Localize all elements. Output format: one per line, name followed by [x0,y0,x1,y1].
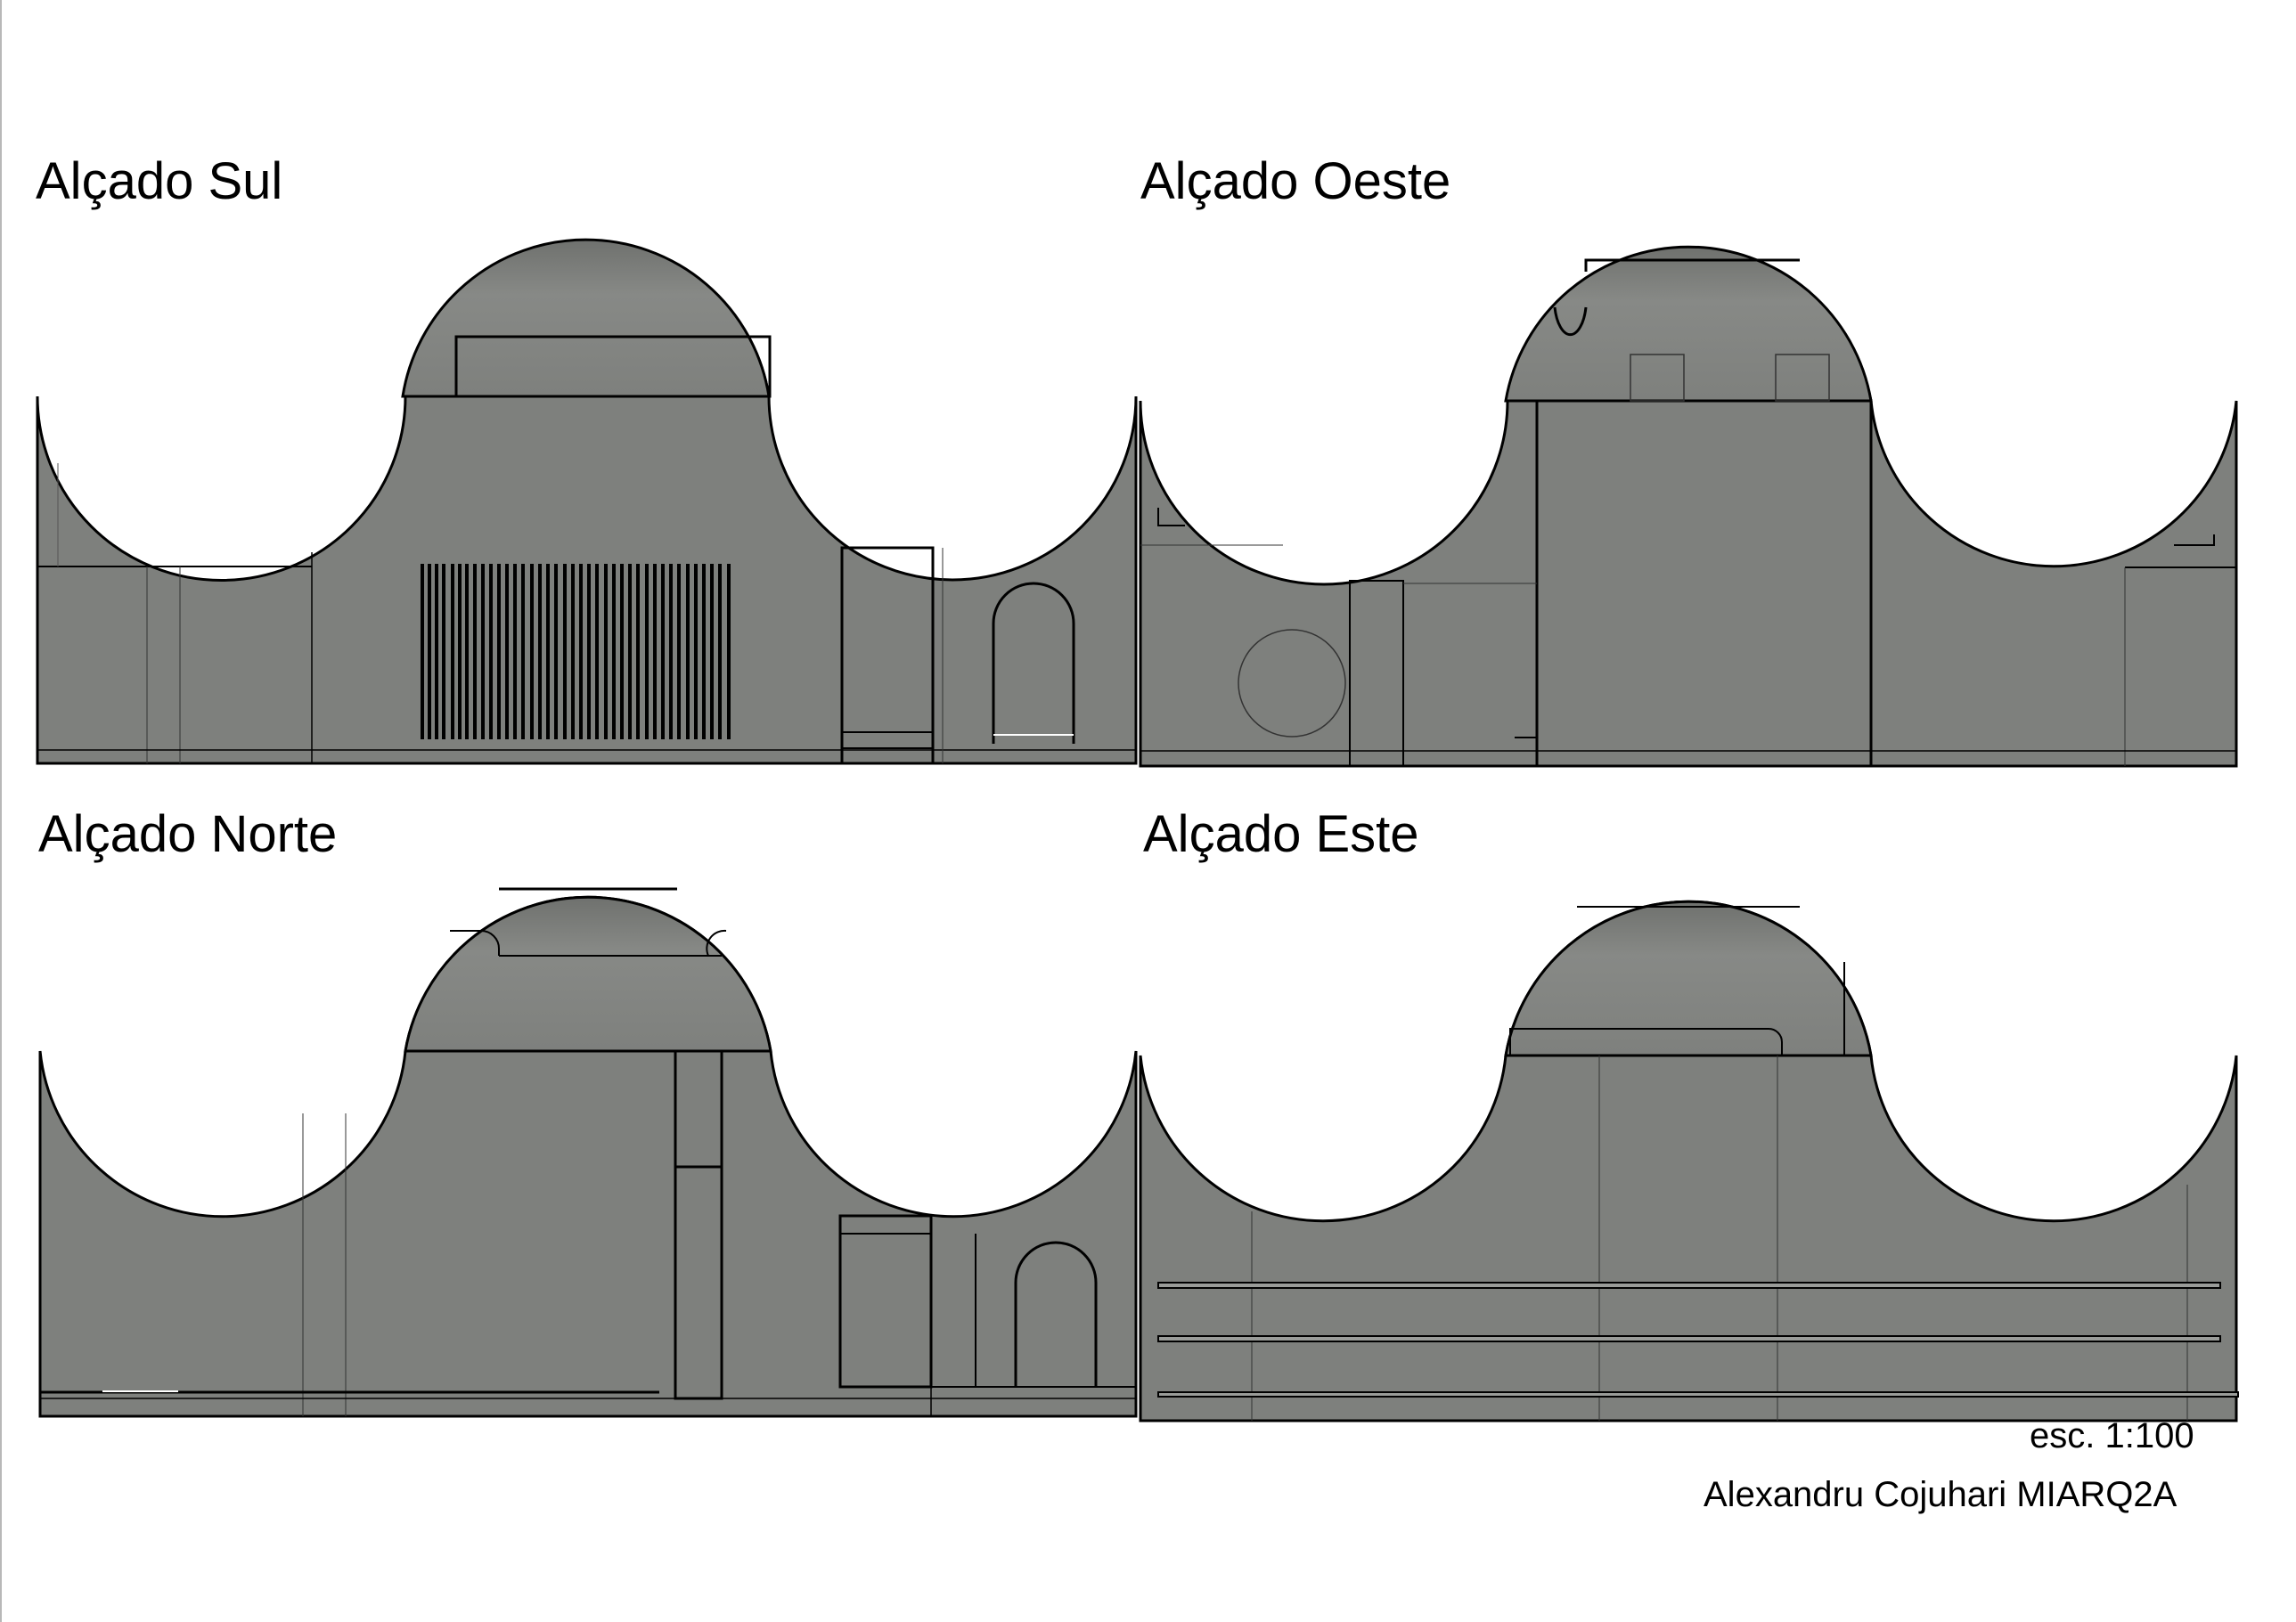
title-alcado-norte: Alçado Norte [38,805,338,863]
elevation-oeste [1139,245,2238,768]
sul-window-bars [421,564,731,739]
sul-dome [401,238,771,398]
elevation-norte [38,887,1138,1418]
sheet-border [0,0,2,1622]
este-rail-1 [1157,1282,2221,1289]
sul-arched-door [992,582,1075,744]
title-alcado-este: Alçado Este [1143,805,1419,863]
author-label: Alexandru Cojuhari MIARQ2A [1704,1475,2178,1514]
norte-dome [404,895,772,1053]
elevation-sul [36,238,1138,765]
title-alcado-oeste: Alçado Oeste [1140,152,1451,210]
oeste-round-window [1238,629,1346,738]
scale-label: esc. 1:100 [2030,1416,2194,1455]
este-rail-3 [1157,1391,2239,1398]
oeste-dome [1504,245,1873,403]
elevation-este [1139,900,2239,1422]
oeste-main-block [1535,399,1873,768]
este-rail-2 [1157,1335,2221,1342]
este-dome [1504,900,1873,1057]
norte-arched-door [1014,1241,1098,1387]
title-alcado-sul: Alçado Sul [36,152,283,210]
